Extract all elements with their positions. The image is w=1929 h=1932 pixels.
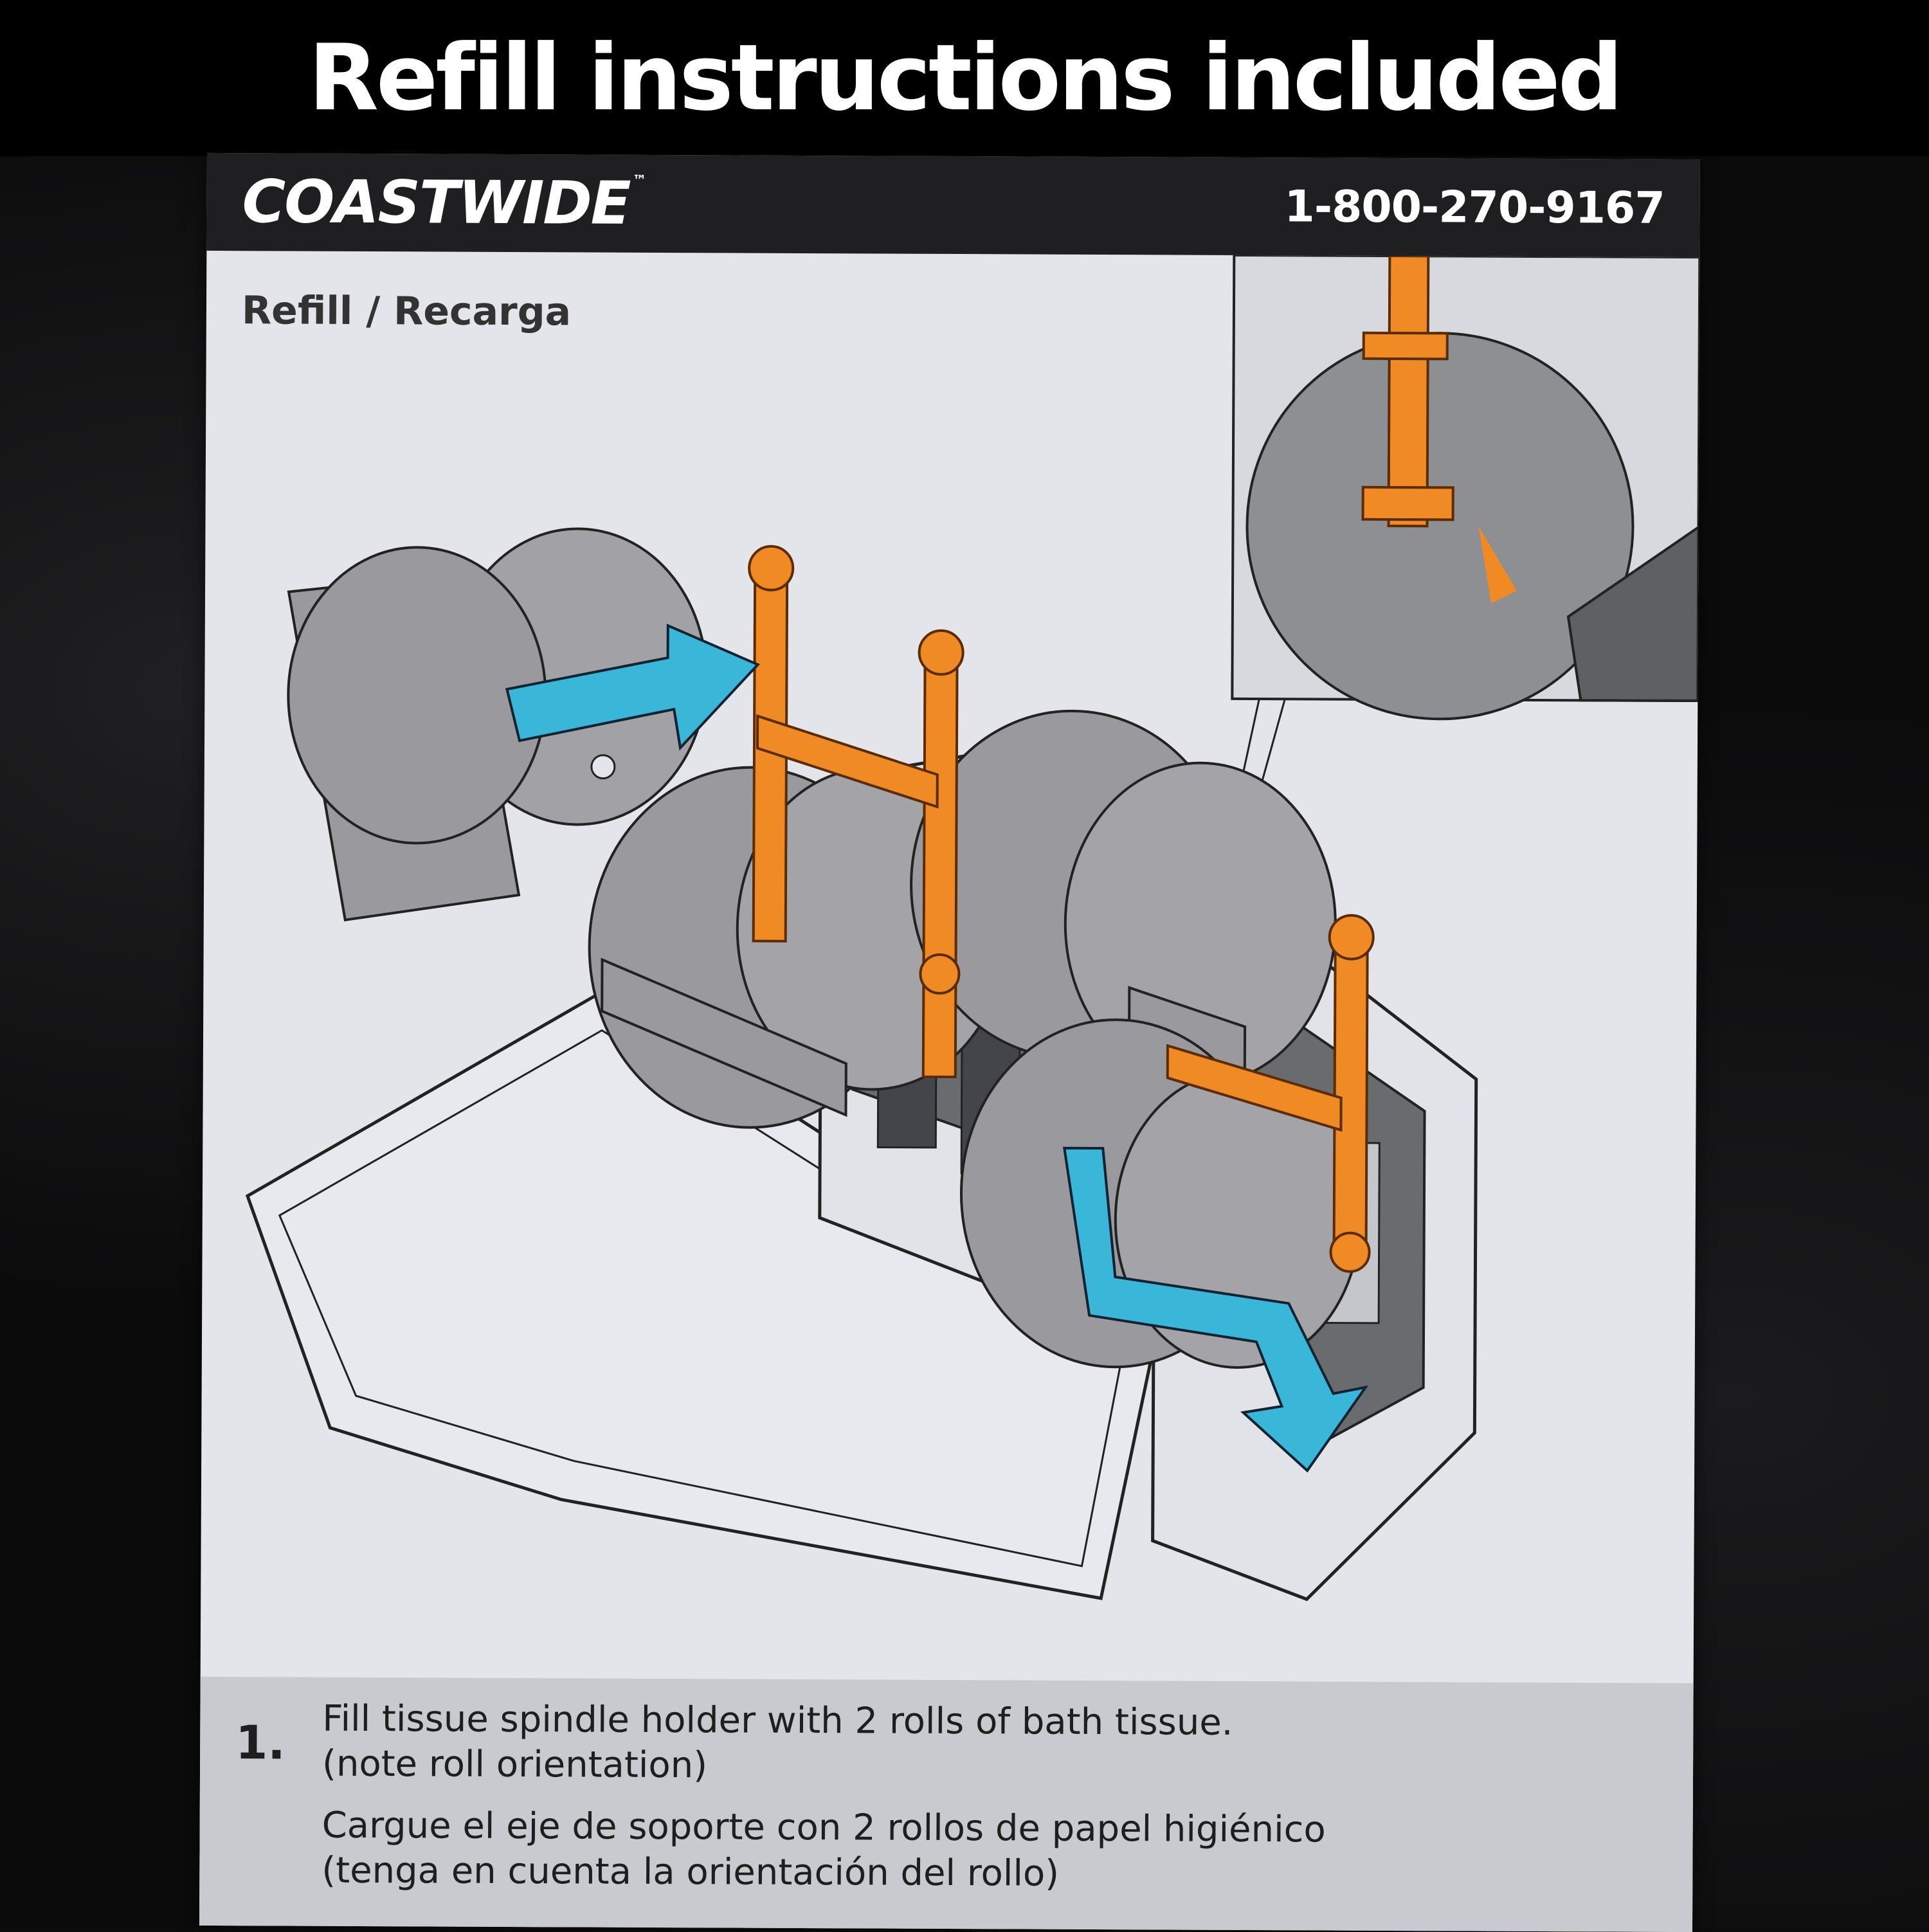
brand-name: COASTWIDE [242, 167, 630, 238]
step-text: Fill tissue spindle holder with 2 rolls … [322, 1697, 1640, 1899]
step-number: 1. [235, 1715, 285, 1770]
spindle-holder [748, 545, 1375, 1273]
instruction-footer: 1. Fill tissue spindle holder with 2 rol… [199, 1676, 1694, 1932]
detail-inset [1231, 253, 1700, 721]
banner-title: Refill instructions included [308, 24, 1624, 131]
step-english-line-1: Fill tissue spindle holder with 2 rolls … [322, 1697, 1233, 1744]
trademark-symbol: ™ [632, 172, 646, 189]
feed-arrow [1062, 1146, 1369, 1473]
tissue-roll-upper-right [910, 709, 1337, 1112]
dispenser-refill-illustration [245, 253, 1700, 1602]
step-spanish-line-1: Cargue el eje de soporte con 2 rollos de… [322, 1804, 1326, 1851]
phone-number: 1-800-270-9167 [1284, 181, 1665, 234]
step-english-line-2: (note roll orientation) [322, 1742, 708, 1787]
top-banner: Refill instructions included [0, 0, 1929, 156]
tissue-roll-lower [959, 1018, 1361, 1369]
insert-arrow [505, 624, 760, 751]
step-spanish-line-2: (tenga en cuenta la orientación del roll… [322, 1849, 1060, 1895]
